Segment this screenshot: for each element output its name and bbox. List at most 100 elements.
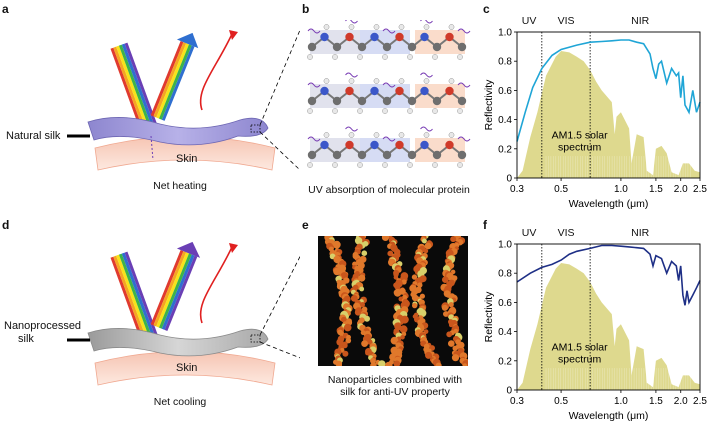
- nanoparticle: [359, 302, 365, 308]
- nanoparticle: [435, 362, 442, 366]
- nanoparticle: [448, 302, 454, 308]
- nanoparticle: [452, 345, 458, 351]
- uv-wave: [457, 82, 471, 88]
- x-tick-label: 1.5: [649, 396, 663, 407]
- nanoparticle: [361, 340, 368, 347]
- atom: [445, 32, 454, 42]
- nanoparticle: [421, 238, 427, 244]
- atom: [432, 150, 442, 160]
- hydrogen-atom: [348, 24, 355, 30]
- uv-wave: [420, 72, 433, 78]
- x-tick-label: 0.3: [510, 396, 524, 407]
- y-axis-label: Reflectivity: [483, 79, 495, 131]
- incident-light-beam: [110, 42, 158, 138]
- x-tick-label: 1.5: [649, 184, 663, 195]
- hydrogen-atom: [348, 132, 355, 138]
- nanoparticle-silk-micrograph: [318, 236, 468, 366]
- atom: [307, 42, 317, 52]
- solar-label-line2: spectrum: [558, 142, 601, 154]
- uv-wave: [382, 28, 396, 34]
- nanoparticle: [419, 309, 427, 317]
- atom: [332, 96, 342, 106]
- nanoparticle: [442, 276, 449, 283]
- nanoparticle: [367, 339, 373, 345]
- hydrogen-atom: [373, 78, 380, 84]
- hydrogen-atom: [382, 54, 388, 60]
- natural-silk-label: Natural silk: [6, 130, 61, 142]
- nanoparticle: [392, 340, 398, 345]
- panel-letter-b: b: [302, 2, 310, 16]
- region-label-vis: VIS: [558, 227, 575, 239]
- atom: [457, 150, 467, 160]
- net-heating-caption: Net heating: [153, 180, 207, 192]
- x-tick-label: 2.5: [693, 184, 707, 195]
- hydrogen-atom: [357, 162, 363, 168]
- uv-absorption-caption: UV absorption of molecular protein: [308, 184, 470, 196]
- solar-spectrum-area: [517, 263, 700, 390]
- reflected-light-beam: [150, 241, 201, 331]
- nanoparticle: [358, 274, 366, 282]
- thermal-emission-arrow: [199, 33, 233, 111]
- hydrogen-atom: [423, 78, 430, 84]
- y-axis-label: Reflectivity: [483, 291, 495, 343]
- nanoparticle: [424, 242, 432, 250]
- nanoparticle: [399, 325, 408, 334]
- hydrogen-atom: [332, 108, 338, 114]
- nanoparticle: [345, 337, 352, 344]
- panel-letter-e: e: [302, 218, 309, 232]
- atom: [382, 96, 392, 106]
- nanoparticle: [401, 279, 407, 285]
- atom: [382, 42, 392, 52]
- atom: [457, 96, 467, 106]
- nanoparticle: [400, 335, 405, 340]
- uv-wave: [345, 126, 358, 132]
- thermal-emission-arrow: [199, 246, 233, 324]
- y-tick-label: 0.6: [498, 298, 512, 309]
- uv-wave: [307, 136, 321, 142]
- incident-light-beam: [110, 251, 158, 341]
- atom: [357, 96, 367, 106]
- solar-label-line1: AM1.5 solar: [552, 130, 609, 142]
- nanoparticle: [370, 357, 376, 364]
- hydrogen-atom: [323, 78, 330, 84]
- hydrogen-atom: [457, 54, 463, 60]
- nanoparticle: [446, 331, 453, 338]
- x-tick-label: 2.5: [693, 396, 707, 407]
- solar-label-line1: AM1.5 solar: [552, 342, 609, 354]
- natural-silk-fabric: [87, 117, 269, 146]
- skin-label-d: Skin: [176, 362, 198, 374]
- panel-letter-a: a: [2, 2, 9, 16]
- atom: [370, 86, 379, 96]
- hydrogen-atom: [432, 162, 438, 168]
- region-label-uv: UV: [522, 15, 537, 27]
- atom: [307, 96, 317, 106]
- hydrogen-atom: [398, 132, 405, 138]
- nanoparticle-caption-line2: silk for anti-UV property: [340, 386, 450, 398]
- nanoparticle: [342, 350, 349, 357]
- atom: [320, 86, 329, 96]
- solar-label-line2: spectrum: [558, 354, 601, 366]
- nanoparticle: [411, 274, 418, 280]
- region-label-nir: NIR: [631, 227, 650, 239]
- hydrogen-atom: [348, 78, 355, 84]
- molecular-protein-illustration: [307, 20, 471, 168]
- net-cooling-caption: Net cooling: [153, 396, 207, 408]
- uv-wave: [345, 20, 358, 24]
- atom: [445, 140, 454, 150]
- nanoparticle: [393, 275, 399, 280]
- nanoprocessed-label-line2: silk: [18, 333, 34, 345]
- atom: [332, 42, 342, 52]
- atom: [420, 140, 429, 150]
- atom: [407, 96, 417, 106]
- y-tick-label: 0: [506, 386, 512, 397]
- nanoprocessed-silk-label: Nanoprocessed silk: [4, 320, 81, 346]
- panel-letter-c: c: [483, 2, 490, 16]
- uv-wave: [457, 136, 471, 142]
- atom: [420, 32, 429, 42]
- nanoparticle: [341, 316, 347, 323]
- hydrogen-atom: [332, 54, 338, 60]
- atom: [420, 86, 429, 96]
- nanoparticle: [451, 354, 460, 362]
- nanoparticle: [370, 362, 377, 366]
- region-label-nir: NIR: [631, 15, 650, 27]
